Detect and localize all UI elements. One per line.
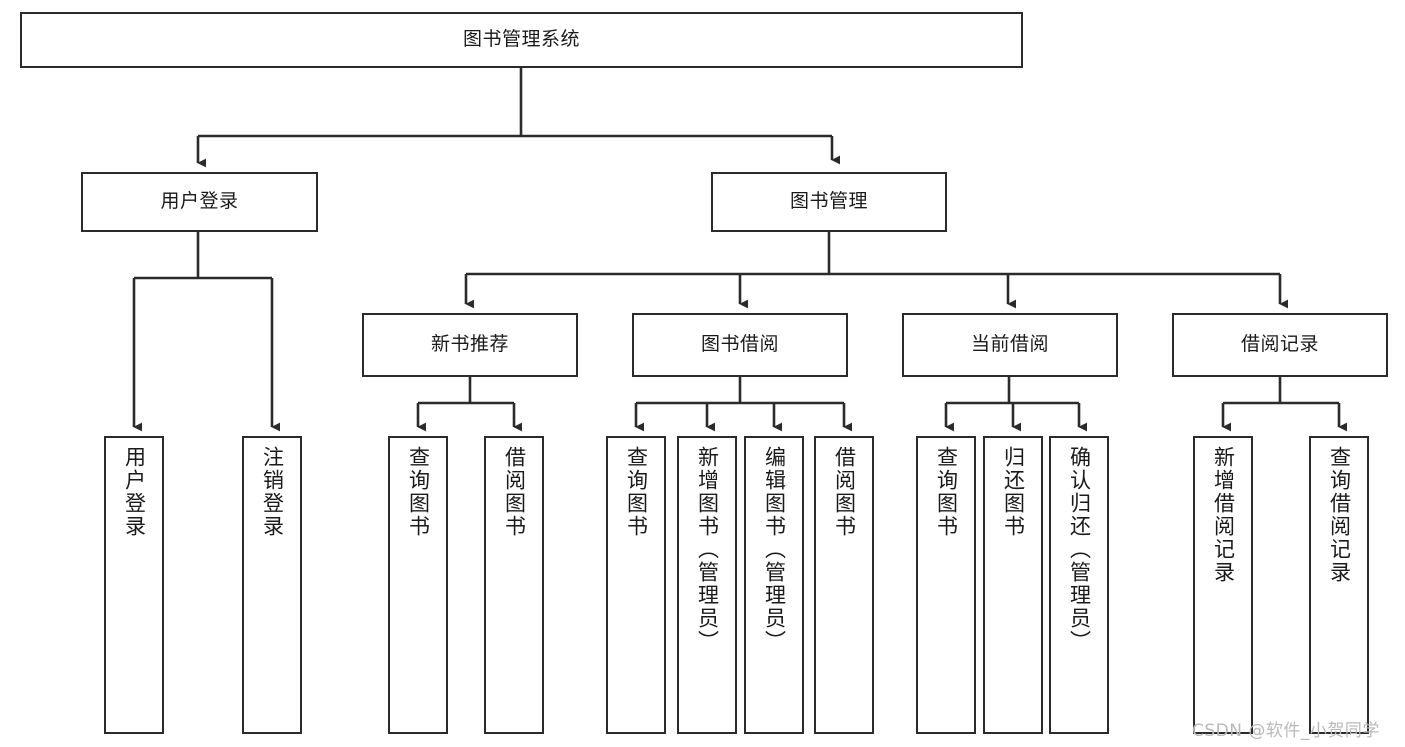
node-new-book-recommend-label: 新书推荐 [430,333,509,356]
node-book-borrow-label: 图书借阅 [700,333,779,356]
node-leaf-query-book-2-label: 查询图书 [624,446,649,538]
node-current-borrow-label: 当前借阅 [970,333,1049,356]
node-borrow-record-label: 借阅记录 [1240,333,1319,356]
node-user-login[interactable]: 用户登录 [81,172,318,232]
node-leaf-add-record-label: 新增借阅记录 [1211,446,1236,584]
node-current-borrow[interactable]: 当前借阅 [902,313,1118,377]
node-leaf-confirm-return[interactable]: 确认归还（管理员） [1049,436,1109,734]
node-leaf-borrow-book-1[interactable]: 借阅图书 [484,436,544,734]
node-leaf-logout-login-label: 注销登录 [260,446,285,538]
csdn-watermark: CSDN @软件_小贺同学 [1192,721,1380,741]
node-leaf-query-record-label: 查询借阅记录 [1327,446,1352,584]
node-leaf-edit-book[interactable]: 编辑图书（管理员） [744,436,804,734]
node-leaf-user-login[interactable]: 用户登录 [104,436,164,734]
node-leaf-user-login-label: 用户登录 [122,446,147,538]
node-leaf-borrow-book-2[interactable]: 借阅图书 [814,436,874,734]
node-leaf-query-book-3[interactable]: 查询图书 [916,436,976,734]
node-leaf-add-record[interactable]: 新增借阅记录 [1193,436,1253,734]
node-leaf-confirm-return-label: 确认归还（管理员） [1067,446,1092,653]
node-leaf-borrow-book-1-label: 借阅图书 [502,446,527,538]
node-book-management[interactable]: 图书管理 [711,172,947,232]
node-book-borrow[interactable]: 图书借阅 [632,313,848,377]
node-root-system-label: 图书管理系统 [462,28,580,51]
node-borrow-record[interactable]: 借阅记录 [1172,313,1388,377]
node-leaf-logout-login[interactable]: 注销登录 [242,436,302,734]
node-user-login-label: 用户登录 [160,190,239,213]
node-leaf-query-book-3-label: 查询图书 [934,446,959,538]
node-book-management-label: 图书管理 [789,190,868,213]
node-leaf-query-record[interactable]: 查询借阅记录 [1309,436,1369,734]
node-leaf-add-book[interactable]: 新增图书（管理员） [677,436,737,734]
node-leaf-borrow-book-2-label: 借阅图书 [832,446,857,538]
node-leaf-query-book-1-label: 查询图书 [406,446,431,538]
node-leaf-query-book-1[interactable]: 查询图书 [388,436,448,734]
node-root-system[interactable]: 图书管理系统 [20,12,1023,68]
node-leaf-query-book-2[interactable]: 查询图书 [606,436,666,734]
node-new-book-recommend[interactable]: 新书推荐 [362,313,578,377]
node-leaf-return-book-label: 归还图书 [1001,446,1026,538]
node-leaf-return-book[interactable]: 归还图书 [983,436,1043,734]
node-leaf-edit-book-label: 编辑图书（管理员） [762,446,787,653]
node-leaf-add-book-label: 新增图书（管理员） [695,446,720,653]
